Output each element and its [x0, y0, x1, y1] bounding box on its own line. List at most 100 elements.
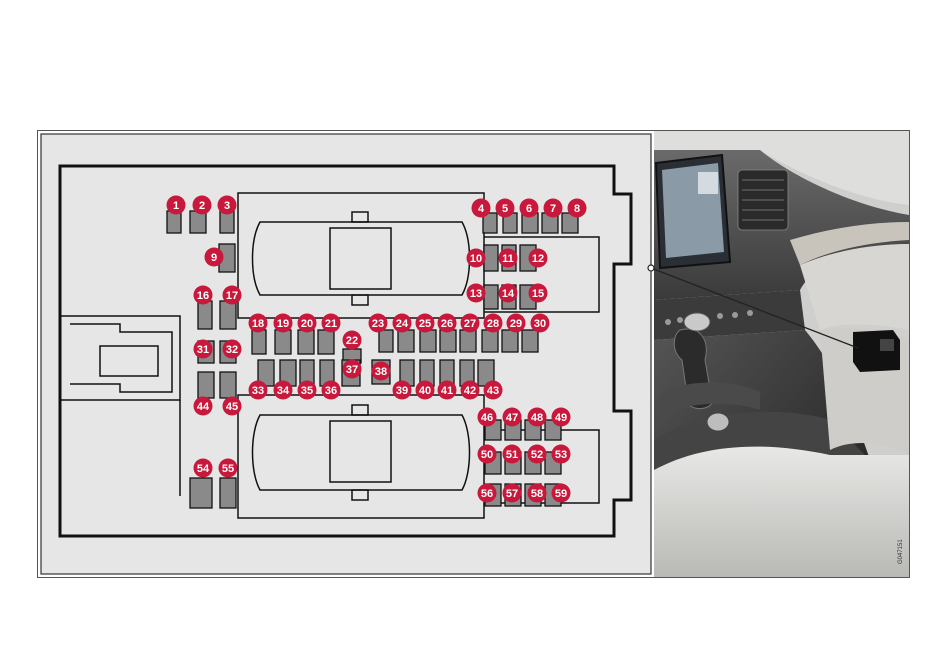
fuse-number-label: 21 — [325, 318, 337, 330]
fuse-number-label: 55 — [222, 463, 234, 475]
fuse-badge: 2 — [193, 196, 212, 215]
fuse-number-label: 18 — [252, 318, 264, 330]
fuse-badge: 6 — [520, 199, 539, 218]
fuse-badge: 25 — [416, 314, 435, 333]
fuse-badge: 40 — [416, 381, 435, 400]
fuse-number-label: 57 — [506, 488, 518, 500]
fuse-number-label: 16 — [197, 290, 209, 302]
fuse-badge: 39 — [393, 381, 412, 400]
fuse-badge: 43 — [484, 381, 503, 400]
fuse-badge: 11 — [499, 249, 518, 268]
fuse-number-label: 12 — [532, 253, 544, 265]
fuse-badge: 42 — [461, 381, 480, 400]
fuse-badge: 57 — [503, 484, 522, 503]
fuse-badge: 26 — [438, 314, 457, 333]
fuse-badge: 19 — [274, 314, 293, 333]
fuse-number-label: 46 — [481, 412, 493, 424]
fuse-badge: 15 — [529, 284, 548, 303]
fuse-badge: 48 — [528, 408, 547, 427]
fuse-badge: 53 — [552, 445, 571, 464]
fuse-number-label: 37 — [346, 364, 358, 376]
fuse-number-label: 56 — [481, 488, 493, 500]
fuse-badge: 3 — [218, 196, 237, 215]
fuse-number-label: 58 — [531, 488, 543, 500]
fuse-badge: 47 — [503, 408, 522, 427]
figure-code: G047151 — [898, 539, 904, 564]
fuse-number-label: 53 — [555, 449, 567, 461]
fuse-number-label: 1 — [173, 200, 179, 212]
fuse-number-label: 50 — [481, 449, 493, 461]
fuse-number-label: 11 — [502, 253, 514, 265]
fuse-badge: 55 — [219, 459, 238, 478]
fuse-number-label: 49 — [555, 412, 567, 424]
fuse-number-label: 19 — [277, 318, 289, 330]
fuse-slot — [275, 330, 291, 354]
fuse-number-label: 54 — [197, 463, 210, 475]
fuse-number-label: 10 — [470, 253, 482, 265]
fuse-slot — [220, 301, 236, 329]
fuse-badge: 44 — [194, 397, 213, 416]
fuse-badge: 56 — [478, 484, 497, 503]
fuse-number-label: 51 — [506, 449, 518, 461]
fuse-badge: 34 — [274, 381, 293, 400]
fuse-badge: 5 — [496, 199, 515, 218]
fuse-number-label: 42 — [464, 385, 476, 397]
fuse-slot — [298, 330, 314, 354]
fuse-number-label: 8 — [574, 203, 580, 215]
fuse-badge: 29 — [507, 314, 526, 333]
fuse-slot — [379, 330, 393, 352]
fuse-badge: 46 — [478, 408, 497, 427]
fuse-number-label: 32 — [226, 344, 238, 356]
fuse-slot — [252, 330, 266, 354]
fuse-slot — [440, 330, 456, 352]
fuse-slot — [484, 285, 498, 309]
fuse-number-label: 23 — [372, 318, 384, 330]
fuse-badge: 41 — [438, 381, 457, 400]
fuse-badge: 50 — [478, 445, 497, 464]
fuse-number-label: 52 — [531, 449, 543, 461]
fuse-number-label: 27 — [464, 318, 476, 330]
fuse-number-label: 35 — [301, 385, 313, 397]
fuse-number-label: 59 — [555, 488, 567, 500]
fuse-number-label: 41 — [441, 385, 453, 397]
fuse-number-label: 26 — [441, 318, 453, 330]
fuse-number-label: 34 — [277, 385, 290, 397]
fuse-number-label: 22 — [346, 335, 358, 347]
fuse-badge: 20 — [298, 314, 317, 333]
fuse-badge: 58 — [528, 484, 547, 503]
fuse-badge: 33 — [249, 381, 268, 400]
fuse-badge: 54 — [194, 459, 213, 478]
fuse-slot — [318, 330, 334, 354]
fuse-number-label: 40 — [419, 385, 431, 397]
fuse-number-label: 44 — [197, 401, 210, 413]
fuse-number-label: 28 — [487, 318, 499, 330]
fuse-badge: 12 — [529, 249, 548, 268]
fuse-badge: 38 — [372, 362, 391, 381]
fuse-badge: 9 — [205, 248, 224, 267]
fuse-slot — [220, 478, 236, 508]
fuse-badge: 27 — [461, 314, 480, 333]
fuse-slot — [484, 245, 498, 271]
fuse-badge: 1 — [167, 196, 186, 215]
fuse-number-label: 5 — [502, 203, 508, 215]
fuse-slot — [167, 211, 181, 233]
fuse-slot — [198, 372, 214, 398]
fuse-badge: 4 — [472, 199, 491, 218]
fuse-badge: 13 — [467, 284, 486, 303]
fuse-badge: 16 — [194, 286, 213, 305]
fuse-number-label: 20 — [301, 318, 313, 330]
fuse-number-label: 13 — [470, 288, 482, 300]
fuse-number-label: 9 — [211, 252, 217, 264]
fuse-slot — [482, 330, 498, 352]
fuse-badge: 14 — [499, 284, 518, 303]
fuse-badge: 17 — [223, 286, 242, 305]
fuse-slot — [502, 330, 518, 352]
fuse-number-label: 6 — [526, 203, 532, 215]
fuse-number-label: 24 — [396, 318, 409, 330]
fuse-number-label: 17 — [226, 290, 238, 302]
fuse-badge: 35 — [298, 381, 317, 400]
fuse-badge: 32 — [223, 340, 242, 359]
fuse-number-label: 36 — [325, 385, 337, 397]
fuse-slot — [522, 330, 538, 352]
